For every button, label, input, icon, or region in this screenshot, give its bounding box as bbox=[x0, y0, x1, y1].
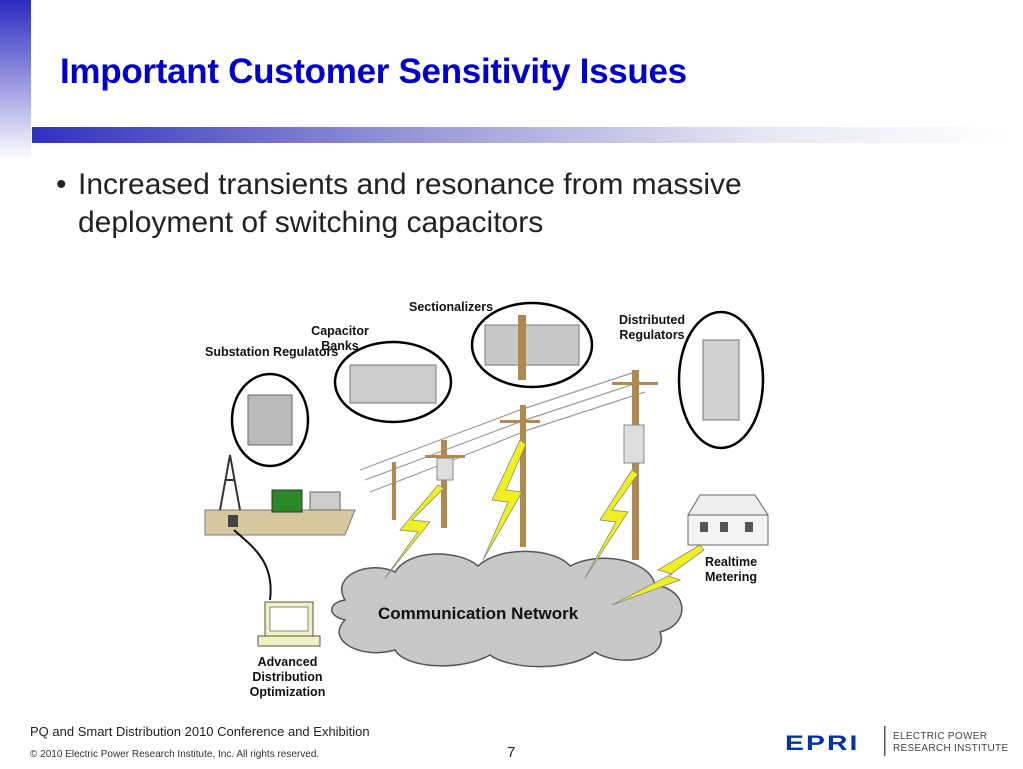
pole-regulator bbox=[623, 424, 645, 464]
org-line-1: ELECTRIC POWER bbox=[893, 731, 988, 742]
substation bbox=[204, 454, 356, 536]
svg-text:EPRI: EPRI bbox=[785, 731, 860, 755]
left-accent-bar bbox=[0, 0, 31, 160]
distributed-regulator-image bbox=[702, 339, 740, 421]
capacitor-bank-image bbox=[349, 364, 437, 404]
pole-3 bbox=[632, 370, 639, 560]
power-lines bbox=[359, 371, 646, 493]
org-line-2: RESEARCH INSTITUTE bbox=[893, 743, 1009, 754]
lightning-icon bbox=[611, 544, 705, 606]
epri-logo: EPRI bbox=[785, 726, 886, 756]
data-cable bbox=[233, 529, 272, 601]
lightning-icons bbox=[384, 439, 705, 606]
house-icon bbox=[687, 494, 769, 546]
pole-small bbox=[392, 462, 396, 520]
label-communication-network: Communication Network bbox=[378, 604, 579, 623]
label-realtime-metering: Realtime Metering bbox=[704, 555, 758, 584]
slide-title: Important Customer Sensitivity Issues bbox=[60, 52, 687, 91]
epri-org-name: ELECTRIC POWER RESEARCH INSTITUTE bbox=[893, 731, 1008, 755]
utility-poles bbox=[392, 370, 658, 560]
label-advanced-distribution-optimization: Advanced Distribution Optimization bbox=[249, 655, 326, 699]
pole-2 bbox=[520, 405, 526, 547]
lightning-icon bbox=[482, 439, 527, 561]
footer-conference: PQ and Smart Distribution 2010 Conferenc… bbox=[30, 724, 370, 739]
bullet-text: Increased transients and resonance from … bbox=[78, 168, 742, 239]
page-number: 7 bbox=[507, 744, 516, 761]
label-capacitor-banks: Capacitor Banks bbox=[311, 324, 369, 353]
computer-icon bbox=[257, 601, 321, 647]
pole-1 bbox=[441, 440, 447, 528]
lightning-icon bbox=[384, 484, 445, 579]
substation-regulator-image bbox=[247, 394, 293, 446]
label-substation-regulators: Substation Regulators bbox=[205, 345, 339, 359]
label-sectionalizers: Sectionalizers bbox=[409, 300, 494, 314]
pole-capacitor bbox=[436, 457, 454, 481]
communication-network-cloud bbox=[331, 550, 683, 668]
label-distributed-regulators: Distributed Regulators bbox=[619, 313, 685, 342]
bullet-marker: • bbox=[56, 168, 67, 201]
bullet-item: • Increased transients and resonance fro… bbox=[56, 166, 878, 242]
footer-copyright: © 2010 Electric Power Research Institute… bbox=[30, 749, 320, 760]
title-underline-bar bbox=[32, 127, 1012, 143]
sectionalizer-image bbox=[484, 324, 580, 366]
lightning-icon bbox=[584, 469, 639, 579]
